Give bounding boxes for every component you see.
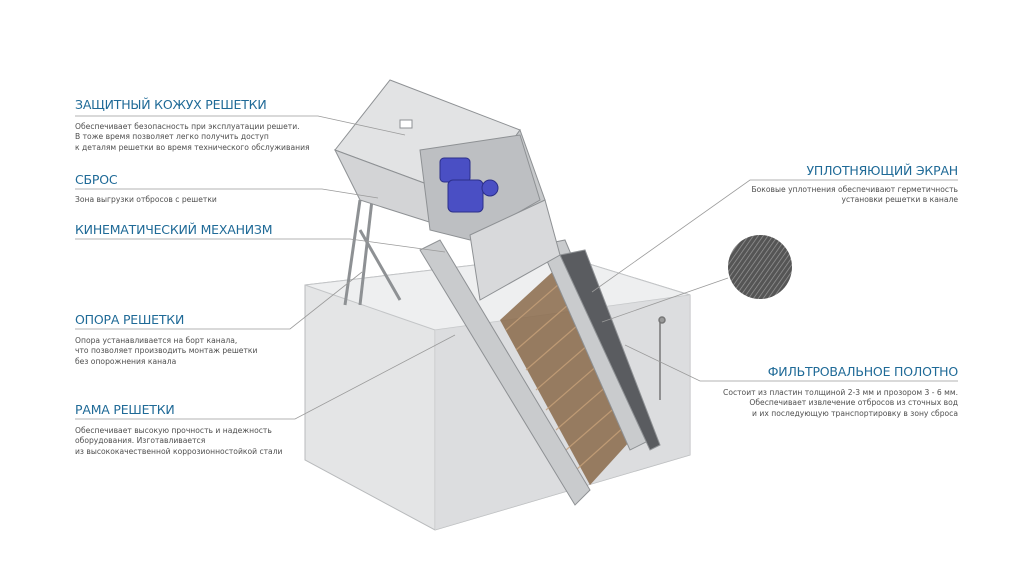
leader-lines — [75, 115, 958, 420]
filter-title: ФИЛЬТРОВАЛЬНОЕ ПОЛОТНО — [767, 364, 958, 379]
guard-line: Обеспечивает безопасность при эксплуатац… — [75, 122, 300, 131]
guard-description: Обеспечивает безопасность при эксплуатац… — [75, 122, 310, 153]
frame-line: Обеспечивает высокую прочность и надежно… — [75, 426, 272, 435]
seal-title: УПЛОТНЯЮЩИЙ ЭКРАН — [806, 163, 958, 178]
drive-motor — [439, 157, 499, 213]
frame-description: Обеспечивает высокую прочность и надежно… — [75, 426, 283, 457]
guard-line: В тоже время позволяет легко получить до… — [75, 132, 269, 142]
seal-line: установки решетки в канале — [841, 195, 958, 205]
support-line: что позволяет производить монтаж решетки — [75, 346, 258, 356]
frame-title: РАМА РЕШЕТКИ — [75, 402, 175, 417]
support-line: без опорожнения канала — [75, 356, 177, 366]
seal-line: Боковые уплотнения обеспечивают герметич… — [751, 185, 958, 194]
seal-description: Боковые уплотнения обеспечивают герметич… — [751, 185, 958, 206]
kinematics-title: КИНЕМАТИЧЕСКИЙ МЕХАНИЗМ — [75, 222, 273, 237]
discharge-description: Зона выгрузки отбросов с решетки — [75, 195, 217, 205]
filter-line: Обеспечивает извлечение отбросов из сточ… — [749, 398, 958, 408]
level-sensor — [658, 316, 666, 400]
filter-description: Состоит из пластин толщиной 2-3 мм и про… — [723, 388, 958, 419]
filter-texture-closeup — [728, 235, 792, 299]
guard-title: ЗАЩИТНЫЙ КОЖУХ РЕШЕТКИ — [75, 97, 267, 112]
discharge-line: Зона выгрузки отбросов с решетки — [75, 195, 217, 204]
support-line: Опора устанавливается на борт канала, — [75, 336, 238, 345]
guard-line: к деталям решетки во время технического … — [75, 142, 310, 152]
filter-line: Состоит из пластин толщиной 2-3 мм и про… — [723, 388, 958, 397]
support-description: Опора устанавливается на борт канала, чт… — [75, 336, 257, 367]
frame-line: из высококачественной коррозионностойкой… — [75, 446, 283, 456]
discharge-title: СБРОС — [75, 172, 118, 187]
filter-line: и их последующую транспортировку в зону … — [752, 408, 958, 418]
support-title: ОПОРА РЕШЕТКИ — [75, 312, 185, 327]
grate-frame — [419, 239, 661, 506]
frame-line: оборудования. Изготавливается — [75, 436, 206, 446]
